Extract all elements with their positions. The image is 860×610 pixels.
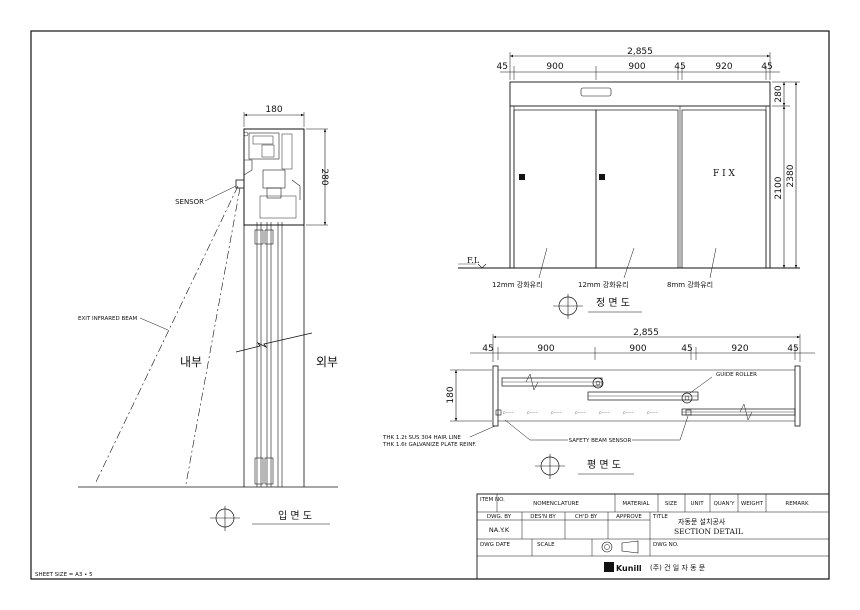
handle-left-icon xyxy=(519,174,525,180)
sheet-size-note: SHEET SIZE = A3 • 5 xyxy=(35,572,93,578)
tb-company-name: (주) 건 일 자 동 문 xyxy=(650,563,706,572)
plan-view-title: 평 면 도 xyxy=(587,459,621,471)
tb-quantity: QUAN'Y xyxy=(713,501,735,507)
side-dim-height: 280 xyxy=(319,168,329,185)
sheet-border xyxy=(30,30,830,580)
plan-note-1: THK 1.2t SUS 304 HAIR LINE xyxy=(382,435,461,441)
tb-chd-by: CH'D BY xyxy=(575,514,598,520)
tb-title-kr: 자동문 설치공사 xyxy=(678,517,726,526)
operator-cover xyxy=(580,87,612,97)
front-view-title: 정 면 도 xyxy=(596,297,630,309)
beam-label: EXIT INFRARED BEAM xyxy=(78,316,138,322)
projection-symbol-icon xyxy=(601,540,639,554)
plan-dim-seg-1: 45 xyxy=(482,344,493,354)
tb-remark: REMARK xyxy=(785,501,809,507)
svg-text:ℰ~~~: ℰ~~~ xyxy=(575,411,586,415)
safety-sensor-label: SAFETY BEAM SENSOR xyxy=(569,438,632,444)
plan-dim-seg-6: 45 xyxy=(787,344,798,354)
fixed-panel xyxy=(681,109,767,269)
sliding-panel-left xyxy=(513,109,597,269)
fl-label: F.L xyxy=(467,256,480,265)
company-logo-icon xyxy=(604,562,614,572)
fix-label: F I X xyxy=(713,169,736,179)
sliding-panel-right xyxy=(595,109,679,269)
front-dim-seg-1: 45 xyxy=(497,62,508,72)
tb-unit: UNIT xyxy=(690,501,704,507)
glass-label-1: 12mm 강화유리 xyxy=(492,280,543,289)
glass-label-3: 8mm 강화유리 xyxy=(667,280,713,289)
tb-dwg-date: DWG DATE xyxy=(480,542,511,548)
front-dim-total-height: 2380 xyxy=(786,164,796,187)
tb-drawn-by-value: NA.Y.K xyxy=(489,526,510,534)
front-dim-seg-5: 920 xyxy=(715,62,732,72)
svg-text:ℰ~~~: ℰ~~~ xyxy=(551,411,562,415)
tb-title-label: TITLE xyxy=(652,514,668,520)
tb-des-by: DES'N BY xyxy=(530,514,556,520)
inside-label: 내부 xyxy=(180,355,202,369)
front-dim-header: 280 xyxy=(774,85,784,102)
tb-item-no: ITEM NO. xyxy=(480,497,505,503)
handle-right-icon xyxy=(599,174,605,180)
tb-company-logo: Kunill xyxy=(616,564,642,573)
safety-sensor-icon xyxy=(495,409,502,416)
sensor-icon xyxy=(235,179,245,189)
svg-text:ℰ~~~: ℰ~~~ xyxy=(647,411,658,415)
guide-roller-2-icon xyxy=(681,392,693,404)
side-view: 180 280 SENSOR EXIT INFRARED BEAM 내부 외부 … xyxy=(78,105,338,531)
plan-dim-depth: 180 xyxy=(446,386,456,403)
front-dim-seg-6: 45 xyxy=(761,62,772,72)
side-dim-width: 180 xyxy=(265,105,282,115)
tb-nomenclature: NOMENCLATURE xyxy=(533,501,579,507)
tb-approve: APPROVE xyxy=(616,514,642,520)
sensor-label: SENSOR xyxy=(175,198,204,206)
plan-view: 2,855 45 900 900 45 920 45 xyxy=(382,328,815,479)
guide-roller-label: GUIDE ROLLER xyxy=(716,372,757,378)
plan-dim-seg-4: 45 xyxy=(681,344,692,354)
front-view: 2,855 45 900 900 45 920 45 F I X F.L xyxy=(458,47,800,319)
front-dim-seg-3: 900 xyxy=(628,62,645,72)
tb-weight: WEIGHT xyxy=(741,501,764,507)
plan-dim-seg-5: 920 xyxy=(731,344,748,354)
tb-dwg-by: DWG. BY xyxy=(487,514,512,520)
front-dim-total: 2,855 xyxy=(627,47,653,57)
plan-dim-seg-3: 900 xyxy=(629,344,646,354)
svg-text:ℰ~~~: ℰ~~~ xyxy=(527,411,538,415)
svg-text:ℰ~~~: ℰ~~~ xyxy=(623,411,634,415)
tb-dwg-no: DWG NO. xyxy=(653,542,679,548)
title-block: ITEM NO. NOMENCLATURE MATERIAL SIZE UNIT… xyxy=(476,493,830,580)
plan-note-2: THK 1.6t GALVANIZE PLATE REINF. xyxy=(382,442,477,448)
guide-roller-icon xyxy=(592,377,604,389)
front-dim-seg-4: 45 xyxy=(674,62,685,72)
svg-text:ℰ~~~: ℰ~~~ xyxy=(599,411,610,415)
plan-dim-seg-2: 900 xyxy=(537,344,554,354)
front-dim-door: 2100 xyxy=(774,176,784,199)
tb-material: MATERIAL xyxy=(622,501,650,507)
svg-text:ℰ~~~: ℰ~~~ xyxy=(503,411,514,415)
front-dim-seg-2: 900 xyxy=(546,62,563,72)
side-view-title: 입 면 도 xyxy=(278,509,312,522)
tb-size: SIZE xyxy=(665,501,678,507)
outside-label: 외부 xyxy=(316,355,338,369)
tb-title-en: SECTION DETAIL xyxy=(674,527,743,536)
tb-scale: SCALE xyxy=(537,542,555,548)
plan-dim-total: 2,855 xyxy=(633,328,659,338)
glass-label-2: 12mm 강화유리 xyxy=(578,280,629,289)
